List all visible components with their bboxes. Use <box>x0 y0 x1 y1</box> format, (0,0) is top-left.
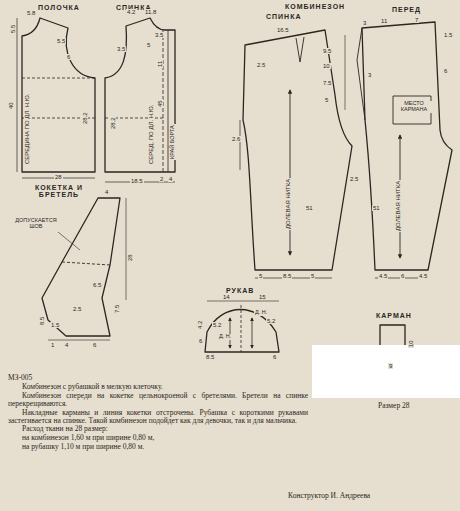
dimension-label: 28 <box>127 253 133 262</box>
dimension-label: 2.5 <box>256 62 266 68</box>
overall-front-piece <box>362 22 452 270</box>
dimension-label: 4.2 <box>197 320 203 330</box>
dimension-label: 2 <box>159 176 164 182</box>
dimension-label: ДОЛЕВАЯ НИТКА <box>395 180 401 232</box>
piece-title: СПИНКА <box>266 13 302 20</box>
dimension-label: 5 <box>146 42 151 48</box>
dimension-label: 10 <box>408 339 414 348</box>
dimension-label: 6 <box>198 338 203 344</box>
dimension-label: 5.2 <box>212 322 222 328</box>
dimension-label: 7.5 <box>114 304 120 314</box>
dimension-label: 28.2 <box>110 116 116 130</box>
description-text: Комбинезон с рубашкой в мелкую клеточку. <box>8 383 308 391</box>
dimension-label: МЕСТО КАРМАНА <box>395 101 433 113</box>
dimension-label: 51 <box>305 205 314 211</box>
dimension-label: 2.5 <box>349 176 359 182</box>
piece-title: ПЕРЕД <box>392 6 421 13</box>
note-text: МЗ-005 <box>8 374 32 382</box>
dimension-label: 11.8 <box>144 9 157 15</box>
dimension-label: 3 <box>367 72 372 78</box>
note-text: Конструктор И. Андреева <box>288 492 370 500</box>
dimension-label: 5.5 <box>56 38 66 44</box>
dimension-label: 3.5 <box>116 46 126 52</box>
dimension-label: 8.5 <box>205 354 215 360</box>
dimension-label: СЕРЕДИНА ПО ДЛ. Н.Ю. <box>24 93 30 165</box>
overall-back-piece <box>243 30 352 270</box>
dimension-label: 10 <box>322 63 331 69</box>
piece-title: ПОЛОЧКА <box>38 4 80 11</box>
piece-title: КОКЕТКА И БРЕТЕЛЬ <box>26 184 92 199</box>
dimension-label: 8.5 <box>39 316 45 326</box>
dimension-label: 4.5 <box>378 273 388 279</box>
dimension-label: 6 <box>443 68 448 74</box>
dimension-label: 5 <box>324 97 329 103</box>
dimension-label: 18.5 <box>130 178 144 184</box>
dimension-label: 1 <box>50 342 55 348</box>
dimension-label: 7 <box>414 17 419 23</box>
dimension-label: 4 <box>104 189 109 195</box>
blank-patch <box>312 345 460 398</box>
dimension-label: 9.5 <box>322 48 332 54</box>
dimension-label: 1.5 <box>443 32 453 38</box>
dimension-label: 6 <box>92 342 97 348</box>
dimension-label: 3 <box>362 20 367 26</box>
description-block: Комбинезон с рубашкой в мелкую клеточку.… <box>8 383 308 452</box>
dimension-label: 51 <box>372 205 381 211</box>
dimension-label: 11 <box>157 60 163 68</box>
description-text: на комбинезон 1,60 м при ширине 0,80 м, <box>8 434 308 442</box>
dimension-label: 2.5 <box>72 306 82 312</box>
front-piece <box>22 18 95 172</box>
description-text: на рубашку 1,10 м при ширине 0,80 м. <box>8 443 308 451</box>
piece-title: КОМБИНЕЗОН <box>285 3 345 10</box>
dimension-label: 6 <box>66 54 71 60</box>
dimension-label: 4.5 <box>418 273 428 279</box>
dimension-label: 5 <box>258 273 263 279</box>
dimension-label: 4 <box>168 176 173 182</box>
dimension-label: 7.5 <box>322 80 332 86</box>
dimension-label: 5.2 <box>266 318 276 324</box>
dimension-label: 1.5 <box>50 322 60 328</box>
dimension-label: Д. Н. <box>218 334 232 340</box>
description-text: Накладные карманы и линия кокетки отстро… <box>8 409 308 425</box>
dimension-label: 11 <box>380 18 388 24</box>
dimension-label: 9 <box>388 363 393 369</box>
note-text: Размер 28 <box>378 402 410 410</box>
dimension-label: 4.2 <box>126 9 136 15</box>
dimension-label: 15 <box>258 294 267 300</box>
dimension-label: 5 <box>310 273 315 279</box>
dimension-label: 5.8 <box>26 10 36 16</box>
dimension-label: 3.5 <box>154 32 164 38</box>
dimension-label: 14 <box>222 294 231 300</box>
dimension-label: 45 <box>157 99 163 108</box>
back-piece <box>105 18 175 172</box>
dimension-label: 28.2 <box>82 111 88 125</box>
dimension-label: 16.5 <box>276 27 290 33</box>
dimension-label: 40 <box>8 101 14 110</box>
piece-title: КАРМАН <box>376 312 412 319</box>
description-text: Расход ткани на 28 размер: <box>8 425 308 433</box>
dimension-label: 5.5 <box>10 24 16 34</box>
dimension-label: 6 <box>272 354 277 360</box>
dimension-label: КРАЙ БОРТА <box>170 124 176 160</box>
dimension-label: ДОЛЕВАЯ НИТКА <box>285 178 291 230</box>
dimension-label: ДОПУСКАЕТСЯ ШОВ <box>14 218 58 230</box>
dimension-label: 28 <box>54 174 63 180</box>
dimension-label: 6.5 <box>92 282 102 288</box>
dimension-label: 6 <box>400 273 405 279</box>
sleeve-piece <box>205 310 279 353</box>
dimension-label: СЕРЕД. ПО ДЛ. Н.Ю. <box>148 104 154 165</box>
dimension-label: 4 <box>64 342 69 348</box>
dimension-label: 8.5 <box>282 273 292 279</box>
dimension-label: 2.6 <box>231 136 241 142</box>
dimension-label: Д. Н. <box>254 310 268 316</box>
description-text: Комбинезон спереди на кокетке цельнокрое… <box>8 392 308 408</box>
